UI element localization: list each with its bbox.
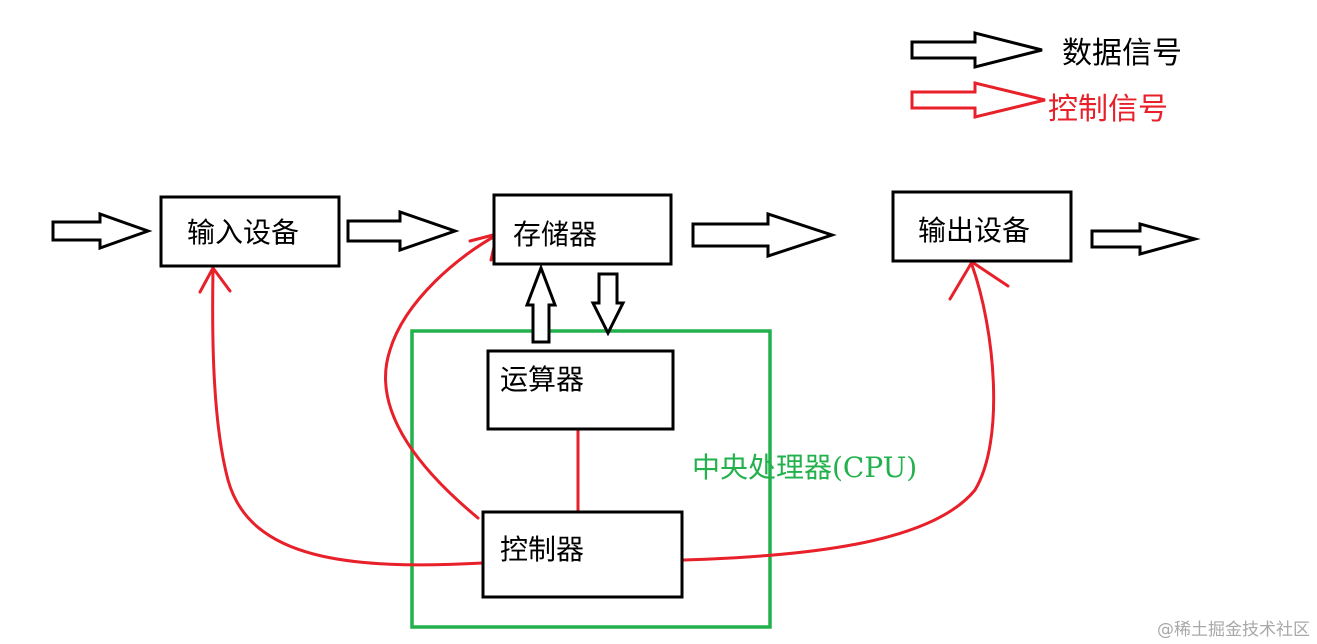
output-device-label: 输出设备 <box>918 214 1030 247</box>
node-alu: 运算器 <box>486 349 675 431</box>
alu-box <box>486 349 675 431</box>
legend: 数据信号 控制信号 <box>910 31 1182 127</box>
control-line-to-memory <box>384 233 499 520</box>
control-arrowhead-input <box>198 266 232 294</box>
data-arrow-alu-to-memory <box>524 263 558 344</box>
watermark: @稀土掘金技术社区 <box>1157 620 1310 640</box>
node-output: 输出设备 <box>891 190 1073 263</box>
controller-box <box>481 510 684 599</box>
data-arrow-out-of-output <box>1090 222 1201 256</box>
input-device-box <box>159 195 341 268</box>
memory-box <box>492 193 673 266</box>
data-signals <box>51 209 1201 344</box>
control-line-to-output <box>682 263 996 562</box>
data-arrow-memory-to-alu <box>590 272 626 337</box>
legend-control-label: 控制信号 <box>1048 92 1168 127</box>
data-arrow-input-to-memory <box>346 209 460 253</box>
control-line-to-input <box>211 268 485 567</box>
input-device-label: 输入设备 <box>187 216 299 249</box>
node-memory: 存储器 <box>492 193 673 266</box>
legend-control-arrow <box>910 81 1046 119</box>
cpu-boundary <box>410 329 772 629</box>
controller-label: 控制器 <box>500 533 584 566</box>
cpu-label: 中央处理器(CPU) <box>692 451 917 484</box>
legend-data-label: 数据信号 <box>1062 36 1182 71</box>
output-device-box <box>891 190 1073 263</box>
memory-label: 存储器 <box>513 218 597 251</box>
alu-label: 运算器 <box>500 363 584 396</box>
legend-data-arrow <box>910 31 1043 69</box>
data-arrow-into-input <box>51 211 153 251</box>
node-input: 输入设备 <box>159 195 341 268</box>
data-arrow-memory-to-output <box>691 211 837 259</box>
node-controller: 控制器 <box>481 510 684 599</box>
